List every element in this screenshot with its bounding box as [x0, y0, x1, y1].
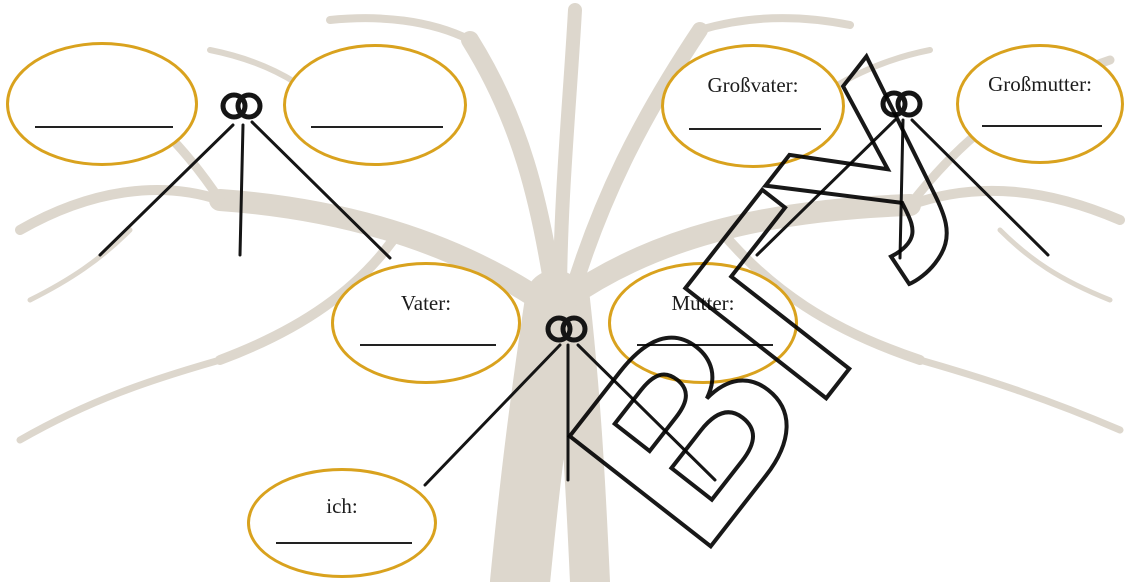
connector-line: [755, 118, 897, 257]
name-blank-line[interactable]: [636, 344, 773, 347]
connector-line: [910, 118, 1050, 257]
grandmother-label: Großmutter:: [988, 72, 1092, 97]
wedding-rings-icon: [220, 92, 263, 120]
wedding-rings-icon: [880, 90, 923, 118]
mother-oval: Mutter:: [608, 262, 798, 384]
great-grandmother-oval: [283, 44, 467, 166]
grandfather-oval: Großvater:: [661, 44, 845, 168]
name-blank-line[interactable]: [981, 124, 1102, 127]
me-label: ich:: [326, 493, 358, 518]
great-grandfather-oval: [6, 42, 198, 166]
connector-line: [250, 120, 392, 260]
name-blank-line[interactable]: [35, 125, 173, 128]
grandmother-oval: Großmutter:: [956, 44, 1124, 164]
connector-line: [238, 123, 245, 257]
watermark-text: ВГУ: [516, 21, 1053, 582]
grandfather-label: Großvater:: [707, 72, 799, 97]
father-label: Vater:: [400, 290, 452, 315]
me-oval: ich:: [247, 468, 437, 578]
connector-line: [423, 343, 562, 487]
name-blank-line[interactable]: [359, 344, 496, 347]
connector-line: [898, 118, 905, 260]
mother-label: Mutter:: [671, 290, 735, 315]
name-blank-line[interactable]: [275, 541, 412, 544]
name-blank-line[interactable]: [688, 127, 821, 130]
connector-line: [98, 123, 235, 257]
wedding-rings-icon: [545, 315, 588, 343]
father-oval: Vater:: [331, 262, 521, 384]
connector-line: [576, 343, 717, 482]
name-blank-line[interactable]: [310, 126, 443, 129]
